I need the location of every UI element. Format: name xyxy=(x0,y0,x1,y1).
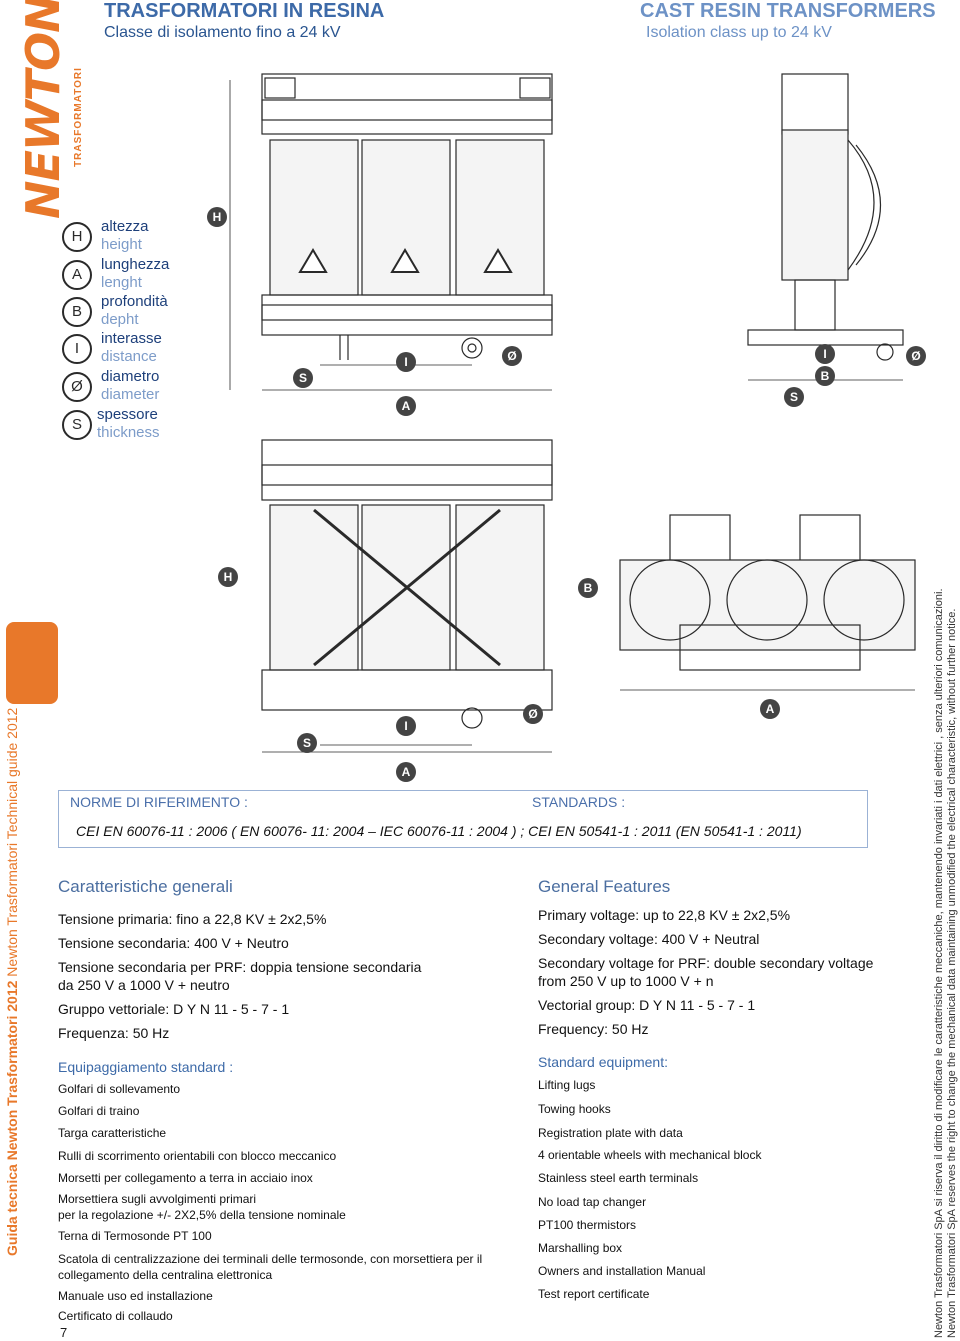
feature-item: Tensione primaria: fino a 22,8 KV ± 2x2,… xyxy=(58,911,327,927)
front-view-top xyxy=(229,73,553,391)
equipment-item: Manuale uso ed installazione xyxy=(58,1289,213,1303)
marker-h: H xyxy=(218,567,238,587)
equipment-item: Towing hooks xyxy=(538,1102,611,1116)
marker-phi: Ø xyxy=(906,346,926,366)
equipment-title-en: Standard equipment: xyxy=(538,1054,668,1070)
equipment-item: Morsetti per collegamento a terra in acc… xyxy=(58,1171,313,1185)
top-view-bottom xyxy=(619,514,916,691)
marker-b: B xyxy=(578,578,598,598)
marker-b: B xyxy=(815,366,835,386)
features-title-it: Caratteristiche generali xyxy=(58,877,233,896)
legend-label-en: lenght xyxy=(101,274,142,291)
side-guide-label-it: Guida tecnica Newton Trasformatori 2012 xyxy=(4,980,20,1256)
equipment-item: Registration plate with data xyxy=(538,1126,683,1140)
legend-symbol: H xyxy=(62,222,92,252)
side-view-top xyxy=(747,73,904,381)
marker-phi: Ø xyxy=(523,704,543,724)
legend-label-it: lunghezza xyxy=(101,256,170,273)
feature-item: Tensione secondaria per PRF: doppia tens… xyxy=(58,959,422,975)
feature-item: Secondary voltage: 400 V + Neutral xyxy=(538,931,760,947)
standards-text: CEI EN 60076-11 : 2006 ( EN 60076- 11: 2… xyxy=(76,823,802,839)
side-guide-label: Guida tecnica Newton Trasformatori 2012 … xyxy=(4,708,26,1256)
side-accent-block xyxy=(6,622,58,704)
legend-symbol: S xyxy=(62,410,92,440)
legend-label-en: height xyxy=(101,236,142,253)
feature-item: Frequenza: 50 Hz xyxy=(58,1025,170,1041)
warning-signs xyxy=(298,248,513,273)
feature-item: Tensione secondaria: 400 V + Neutro xyxy=(58,935,289,951)
equipment-item: No load tap changer xyxy=(538,1195,647,1209)
equipment-item: Stainless steel earth terminals xyxy=(538,1171,699,1185)
legend-label-en: thickness xyxy=(97,424,160,441)
legend-label-it: interasse xyxy=(101,330,162,347)
marker-a: A xyxy=(760,699,780,719)
feature-item: from 250 V up to 1000 V + n xyxy=(538,973,714,989)
title-italian: TRASFORMATORI IN RESINA xyxy=(104,0,385,22)
equipment-item: Test report certificate xyxy=(538,1287,650,1301)
legend-label-it: diametro xyxy=(101,368,160,385)
legend-label-it: profondità xyxy=(101,293,168,310)
disclaimer-it: Newton Trasformatori SpA si riserva il d… xyxy=(933,588,945,1338)
legend-label-it: spessore xyxy=(97,406,158,423)
feature-item: da 250 V a 1000 V + neutro xyxy=(58,977,230,993)
equipment-item: PT100 thermistors xyxy=(538,1218,637,1232)
feature-item: Vectorial group: D Y N 11 - 5 - 7 - 1 xyxy=(538,997,756,1013)
equipment-item: Scatola di centralizzazione dei terminal… xyxy=(58,1252,483,1266)
marker-i: I xyxy=(396,352,416,372)
equipment-item: Golfari di sollevamento xyxy=(58,1082,181,1096)
equipment-item: Marshalling box xyxy=(538,1241,623,1255)
legend-symbol: I xyxy=(62,334,92,364)
legend-symbol: A xyxy=(62,260,92,290)
marker-s: S xyxy=(784,387,804,407)
page-number: 7 xyxy=(60,1325,68,1340)
disclaimer-en: Newton Trasformatori SpA reserves the ri… xyxy=(946,608,958,1338)
legend-symbol: Ø xyxy=(62,372,92,402)
front-view-bottom xyxy=(261,439,553,753)
features-title-en: General Features xyxy=(538,877,671,896)
marker-phi: Ø xyxy=(502,346,522,366)
equipment-item: Golfari di traino xyxy=(58,1104,140,1118)
marker-a: A xyxy=(396,762,416,782)
technical-drawings xyxy=(229,73,916,753)
marker-a: A xyxy=(396,396,416,416)
feature-item: Frequency: 50 Hz xyxy=(538,1021,649,1037)
standards-box xyxy=(58,790,868,848)
legend-label-it: altezza xyxy=(101,218,149,235)
subtitle-english: Isolation class up to 24 kV xyxy=(646,24,832,41)
equipment-item: 4 orientable wheels with mechanical bloc… xyxy=(538,1148,762,1162)
legend-label-en: depht xyxy=(101,311,139,328)
equipment-item: Targa caratteristiche xyxy=(58,1126,167,1140)
equipment-item: per la regolazione +/- 2X2,5% della tens… xyxy=(58,1208,346,1222)
equipment-item: Lifting lugs xyxy=(538,1078,596,1092)
marker-i: I xyxy=(396,716,416,736)
equipment-item: Owners and installation Manual xyxy=(538,1264,706,1278)
legend-label-en: diameter xyxy=(101,386,160,403)
standards-title-it: NORME DI RIFERIMENTO : xyxy=(70,794,248,810)
equipment-item: Terna di Termosonde PT 100 xyxy=(58,1229,212,1243)
feature-item: Primary voltage: up to 22,8 KV ± 2x2,5% xyxy=(538,907,791,923)
marker-s: S xyxy=(293,368,313,388)
standards-title-en: STANDARDS : xyxy=(532,794,626,810)
marker-i: I xyxy=(815,344,835,364)
feature-item: Secondary voltage for PRF: double second… xyxy=(538,955,874,971)
equipment-item: Morsettiera sugli avvolgimenti primari xyxy=(58,1192,257,1206)
equipment-item: Certificato di collaudo xyxy=(58,1309,173,1323)
legend-symbol: B xyxy=(62,297,92,327)
marker-s: S xyxy=(297,733,317,753)
marker-h: H xyxy=(207,207,227,227)
legend-label-en: distance xyxy=(101,348,157,365)
equipment-item: collegamento della centralina elettronic… xyxy=(58,1268,273,1282)
title-english: CAST RESIN TRANSFORMERS xyxy=(640,0,936,22)
feature-item: Gruppo vettoriale: D Y N 11 - 5 - 7 - 1 xyxy=(58,1001,290,1017)
equipment-item: Rulli di scorrimento orientabili con blo… xyxy=(58,1149,337,1163)
subtitle-italian: Classe di isolamento fino a 24 kV xyxy=(104,24,341,41)
equipment-title-it: Equipaggiamento standard : xyxy=(58,1059,234,1075)
